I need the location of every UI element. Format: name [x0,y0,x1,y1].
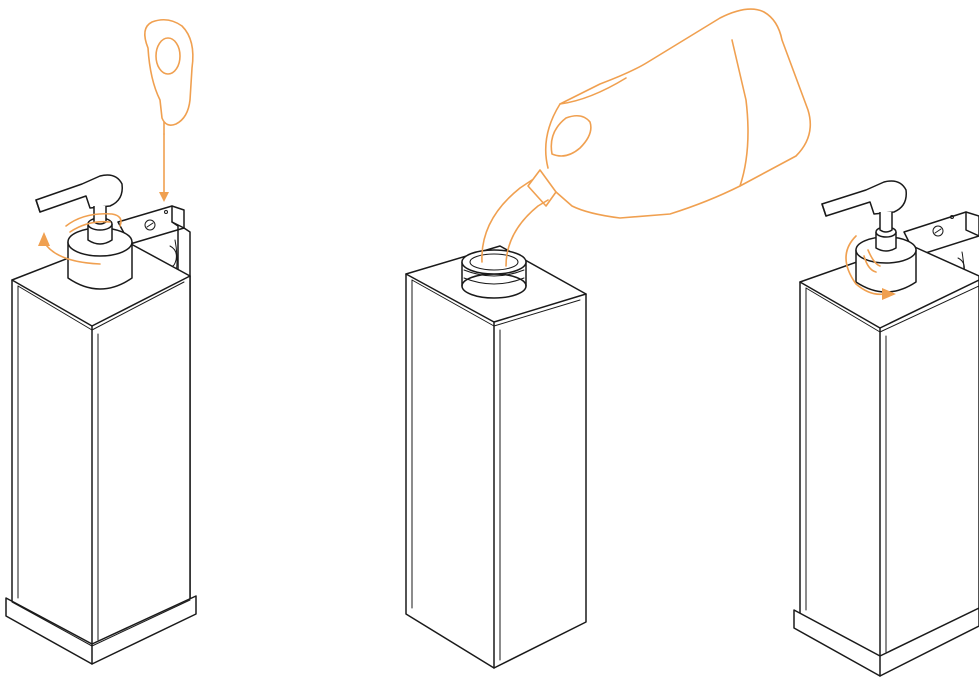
dispenser-bottle [793,243,979,677]
panel-step-3 [793,180,979,677]
rotate-counterclockwise-arrow [38,212,122,265]
pump-head [821,180,917,293]
pump-head [35,174,133,290]
pouring-refill-bottle-icon [481,8,812,267]
panel-step-1 [5,18,197,665]
dispenser-bottle [5,237,197,665]
open-bottle [405,245,587,669]
rotate-clockwise-arrow [845,235,896,300]
panel-step-2 [405,8,812,669]
refill-key-icon [144,18,194,202]
